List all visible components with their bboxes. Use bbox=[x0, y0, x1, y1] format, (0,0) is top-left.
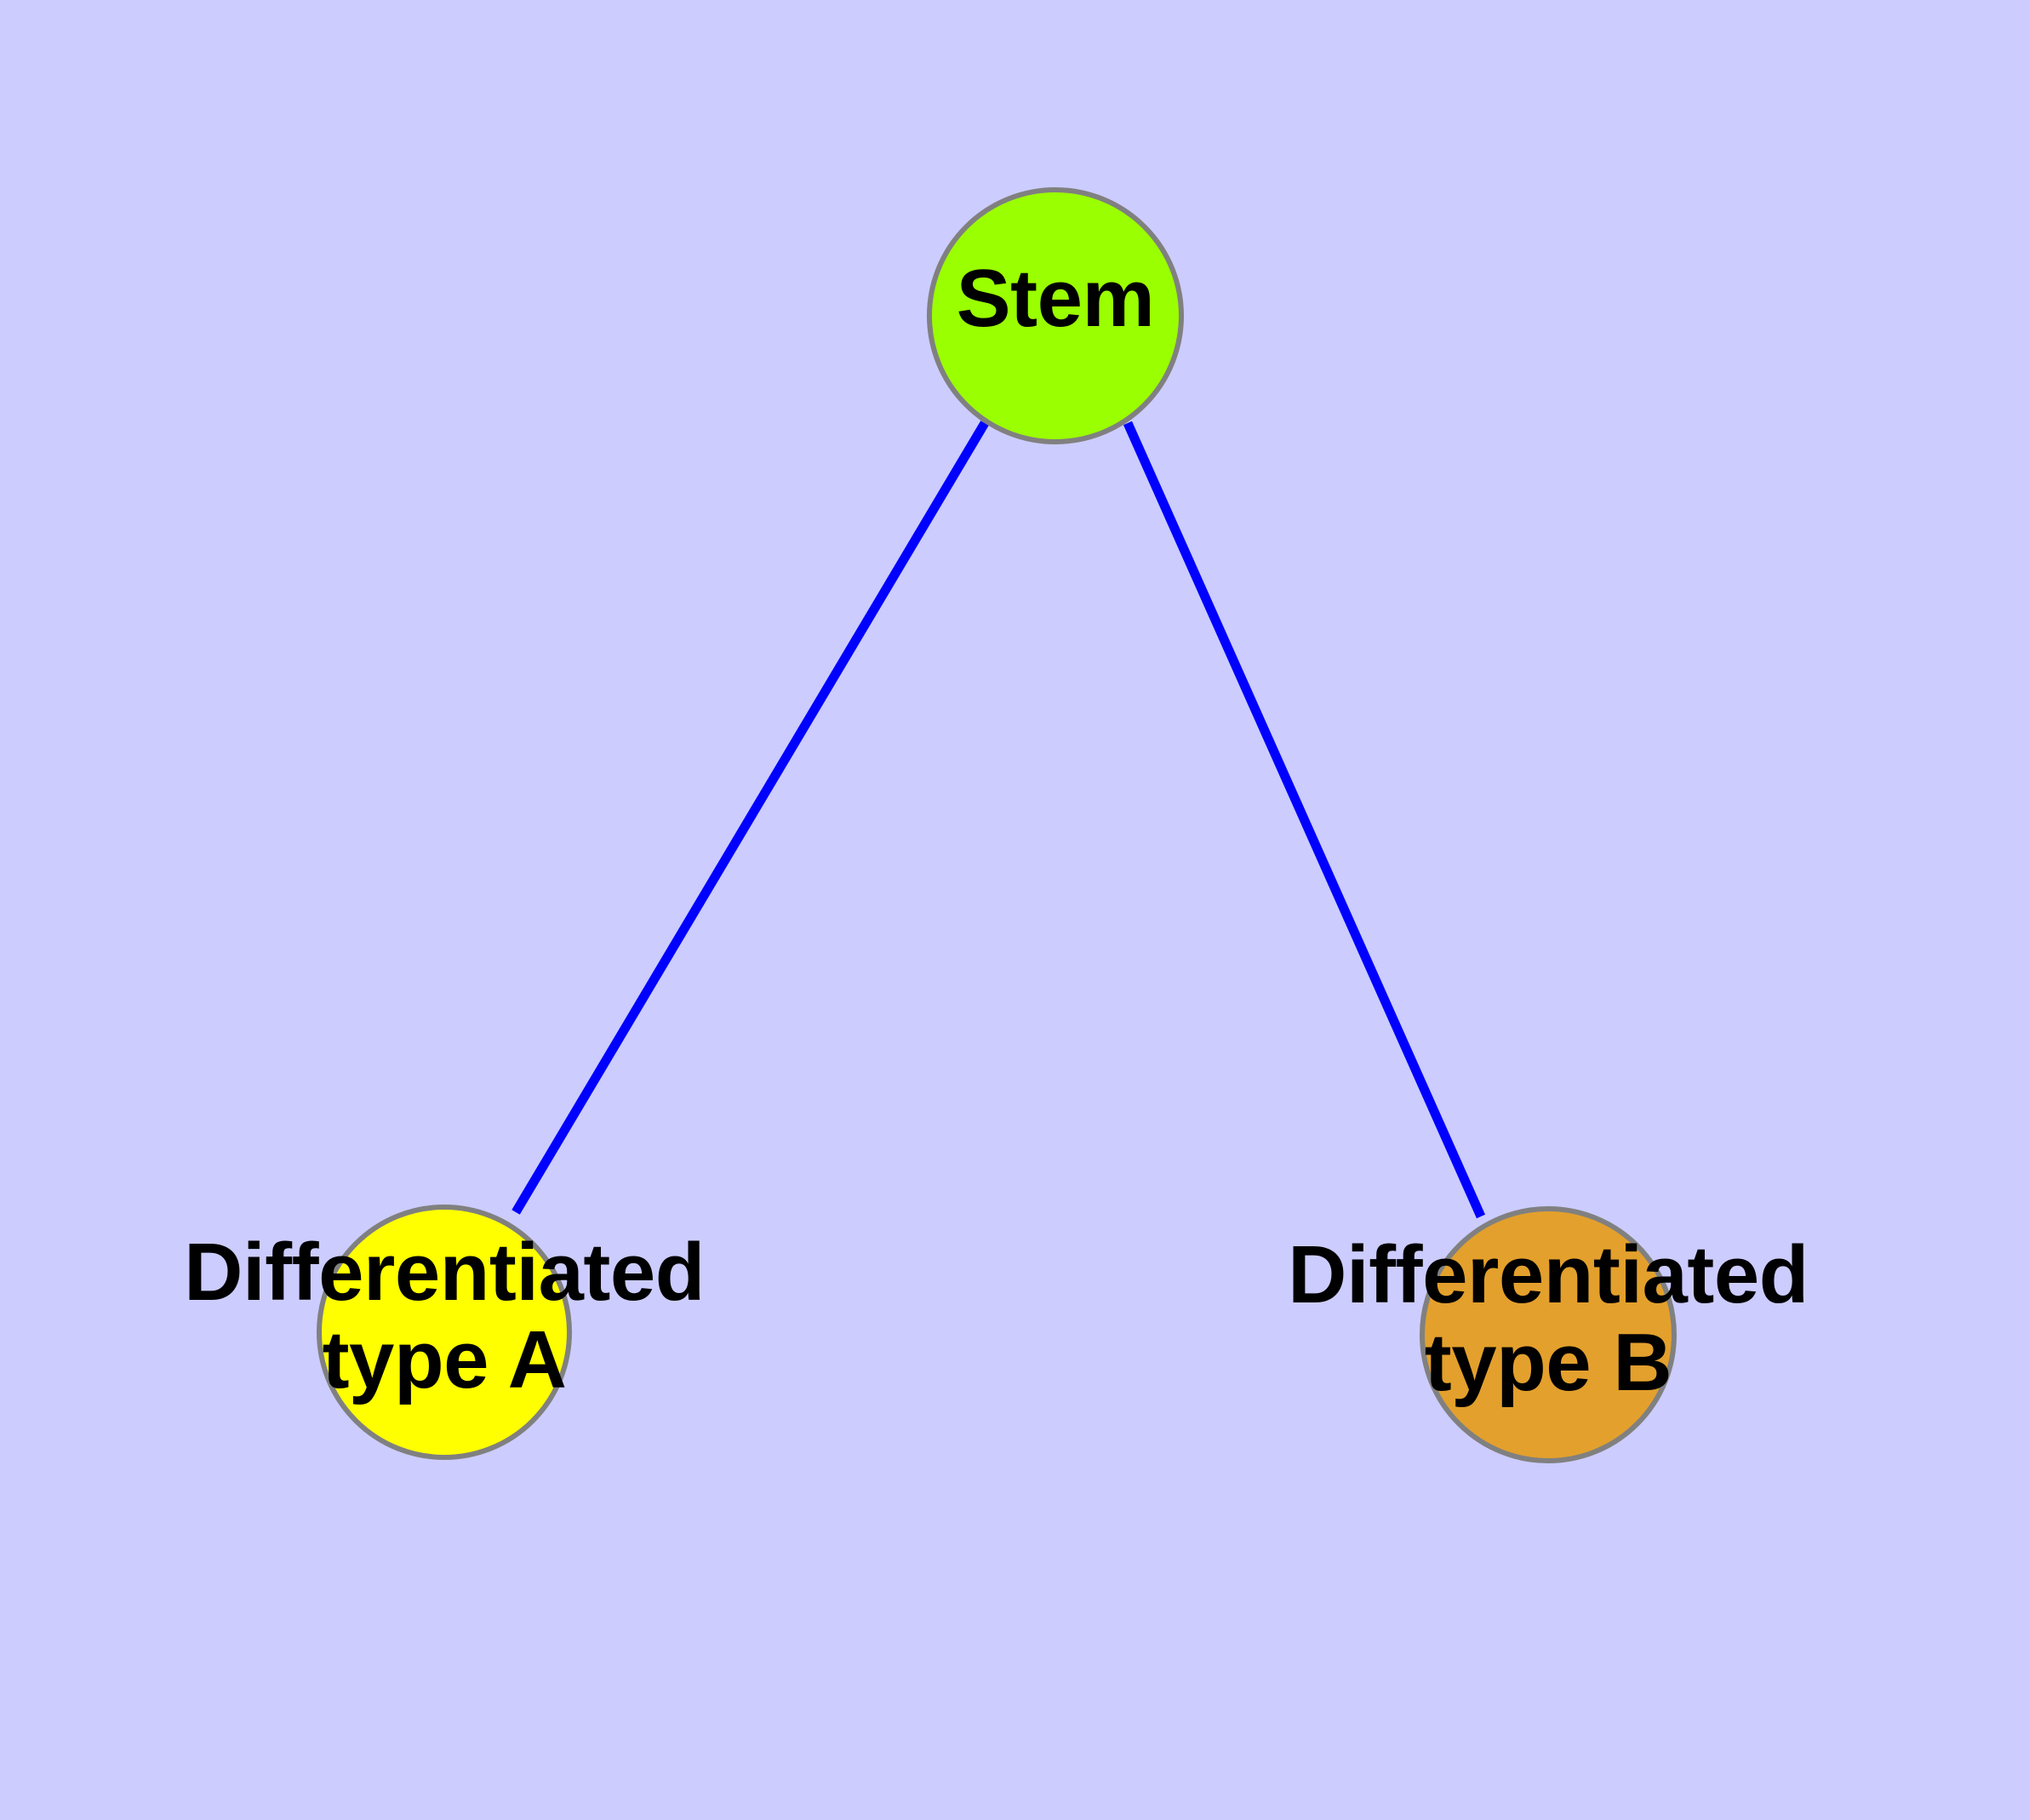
node-stem[interactable] bbox=[927, 187, 1184, 444]
edge-stem-diff_a bbox=[512, 421, 989, 1215]
node-differentiated-type-a[interactable] bbox=[317, 1205, 572, 1460]
edge-stem-diff_b bbox=[1123, 421, 1486, 1219]
node-differentiated-type-b[interactable] bbox=[1420, 1206, 1677, 1463]
